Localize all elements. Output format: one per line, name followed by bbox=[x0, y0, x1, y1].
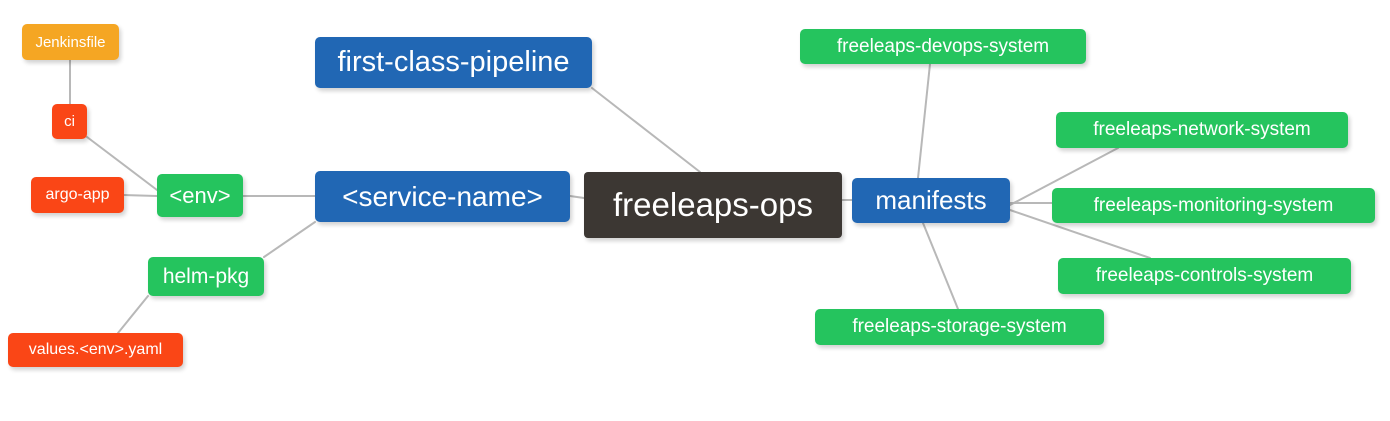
mindmap-edge bbox=[263, 221, 316, 258]
mindmap-node-service-name[interactable]: <service-name> bbox=[315, 171, 570, 222]
mindmap-node-network-system[interactable]: freeleaps-network-system bbox=[1056, 112, 1348, 148]
mindmap-node-storage-system[interactable]: freeleaps-storage-system bbox=[815, 309, 1104, 345]
mindmap-node-monitoring-system[interactable]: freeleaps-monitoring-system bbox=[1052, 188, 1375, 223]
mindmap-edge bbox=[123, 194, 158, 197]
mindmap-edge bbox=[917, 63, 931, 179]
mindmap-node-freeleaps-ops[interactable]: freeleaps-ops bbox=[584, 172, 842, 238]
mindmap-edge bbox=[1009, 209, 1151, 259]
mindmap-edge bbox=[591, 87, 701, 173]
mindmap-node-ci[interactable]: ci bbox=[52, 104, 87, 139]
mindmap-edge bbox=[117, 295, 149, 334]
mindmap-edge bbox=[922, 222, 959, 310]
mindmap-edge bbox=[1009, 147, 1119, 206]
mindmap-node-values-yaml[interactable]: values.<env>.yaml bbox=[8, 333, 183, 367]
mindmap-node-env[interactable]: <env> bbox=[157, 174, 243, 217]
mindmap-edge bbox=[86, 136, 158, 191]
mindmap-node-jenkinsfile[interactable]: Jenkinsfile bbox=[22, 24, 119, 60]
mindmap-node-first-class-pipeline[interactable]: first-class-pipeline bbox=[315, 37, 592, 88]
mindmap-node-argo-app[interactable]: argo-app bbox=[31, 177, 124, 213]
mindmap-edge bbox=[569, 195, 585, 199]
mindmap-node-devops-system[interactable]: freeleaps-devops-system bbox=[800, 29, 1086, 64]
mindmap-node-controls-system[interactable]: freeleaps-controls-system bbox=[1058, 258, 1351, 294]
mindmap-node-manifests[interactable]: manifests bbox=[852, 178, 1010, 223]
mindmap-node-helm-pkg[interactable]: helm-pkg bbox=[148, 257, 264, 296]
